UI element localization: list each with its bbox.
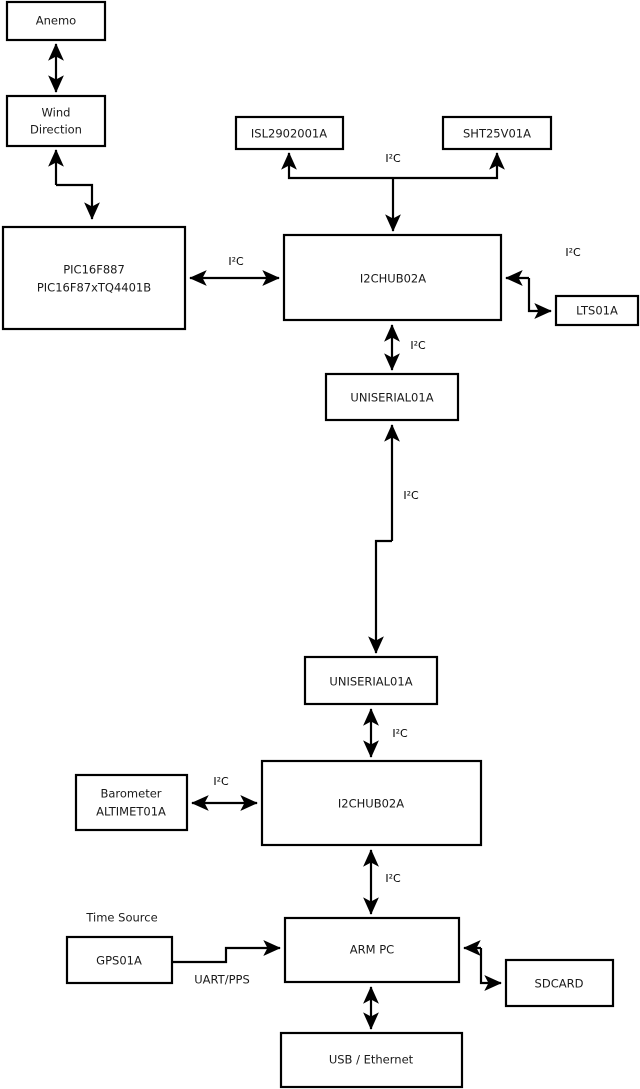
- edge-label-i2c-hub-armpc: I²C: [385, 872, 401, 885]
- connector-wind-pic-path: [56, 183, 100, 220]
- connector-layer: [48, 43, 552, 1030]
- node-anemo[interactable]: Anemo: [5, 0, 107, 42]
- edge-label-i2c-hub-lts: I²C: [565, 246, 581, 259]
- node-label-sht: SHT25V01A: [463, 127, 531, 141]
- node-label-hub-top: I2CHUB02A: [360, 272, 426, 286]
- node-label-isl: ISL2902001A: [251, 127, 327, 141]
- connector-hub-sht: [393, 152, 505, 180]
- node-label-gps: GPS01A: [96, 954, 142, 968]
- node-label-pic-line2: PIC16F87xTQ4401B: [37, 281, 151, 295]
- connector-hub-isl: [281, 152, 393, 180]
- node-arm-pc[interactable]: ARM PC: [283, 916, 461, 984]
- edge-label-i2c-uniserial-hub: I²C: [392, 727, 408, 740]
- node-label-armpc: ARM PC: [350, 943, 394, 957]
- node-sdcard[interactable]: SDCARD: [504, 958, 615, 1008]
- edge-label-i2c-uniserial-link: I²C: [403, 489, 419, 502]
- node-label-hub-bottom: I2CHUB02A: [338, 797, 404, 811]
- node-i2chub02a-top[interactable]: I2CHUB02A: [282, 233, 503, 322]
- node-label-uniserial-top: UNISERIAL01A: [350, 391, 433, 405]
- label-layer: I²C I²C I²C I²C I²C I²C I²C I²C Time Sou…: [85, 152, 581, 987]
- node-label-lts: LTS01A: [576, 304, 618, 318]
- node-uniserial01a-bottom[interactable]: UNISERIAL01A: [303, 655, 439, 706]
- connector-armpc-sdcard-out: [479, 948, 502, 991]
- node-label-wind-line1: Wind: [42, 106, 71, 120]
- connector-hub-lts-out: [527, 278, 552, 319]
- edge-label-i2c-top-sensors: I²C: [385, 152, 401, 165]
- node-barometer[interactable]: Barometer ALTIMET01A: [74, 773, 189, 832]
- edge-label-i2c-barometer-hub: I²C: [213, 775, 229, 788]
- node-label-barometer-line1: Barometer: [100, 787, 161, 801]
- free-label-time-source: Time Source: [85, 911, 157, 925]
- node-pic-microcontroller[interactable]: PIC16F887 PIC16F87xTQ4401B: [1, 225, 187, 331]
- node-label-wind-line2: Direction: [30, 123, 82, 137]
- free-label-uart-pps: UART/PPS: [194, 973, 250, 987]
- node-uniserial01a-top[interactable]: UNISERIAL01A: [324, 372, 460, 422]
- node-wind-direction[interactable]: Wind Direction: [5, 94, 107, 148]
- node-label-barometer-line2: ALTIMET01A: [96, 805, 166, 819]
- node-gps01a[interactable]: GPS01A: [65, 935, 174, 985]
- edge-label-i2c-hub-uniserial: I²C: [410, 339, 426, 352]
- node-i2chub02a-bottom[interactable]: I2CHUB02A: [260, 759, 483, 847]
- node-sht25v01a[interactable]: SHT25V01A: [441, 115, 553, 151]
- node-isl2902001a[interactable]: ISL2902001A: [234, 115, 345, 151]
- node-label-sdcard: SDCARD: [535, 977, 584, 991]
- edge-label-i2c-pic-hub: I²C: [228, 255, 244, 268]
- node-label-anemo: Anemo: [36, 14, 76, 28]
- connector-uniserial-link-path: [368, 539, 392, 654]
- node-label-uniserial-bottom: UNISERIAL01A: [329, 675, 412, 689]
- node-usb-ethernet[interactable]: USB / Ethernet: [279, 1031, 464, 1089]
- node-label-pic-line1: PIC16F887: [63, 263, 125, 277]
- node-lts01a[interactable]: LTS01A: [554, 294, 640, 327]
- connector-gps-armpc: [172, 940, 281, 964]
- node-label-usbeth: USB / Ethernet: [329, 1053, 414, 1067]
